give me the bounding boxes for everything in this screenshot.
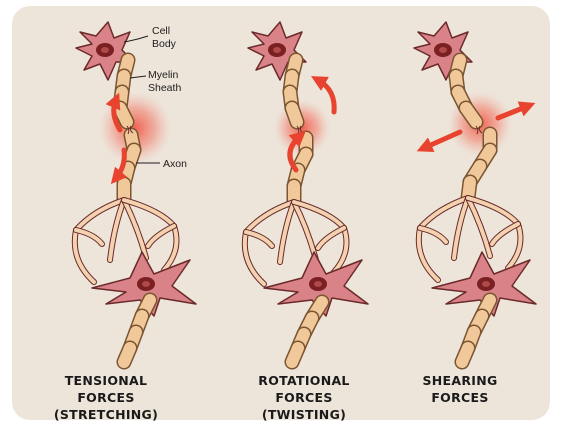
nucleolus (101, 47, 109, 53)
nucleolus (482, 281, 490, 287)
myelin-segment (124, 348, 130, 362)
caption-line2: FORCES (410, 389, 510, 406)
axon-label: Axon (163, 158, 187, 170)
nucleolus (142, 281, 150, 287)
tensional-forces-caption: TENSIONAL FORCES (STRETCHING) (36, 372, 176, 423)
cell-body-label-line1: Cell (152, 25, 170, 37)
caption-line1: TENSIONAL FORCES (36, 372, 176, 406)
caption-line1: ROTATIONAL FORCES (228, 372, 380, 406)
neuron-panel-2 (245, 22, 368, 362)
myelin-segment (120, 108, 127, 122)
neuron-panel-3 (414, 22, 536, 362)
myelin-label-line1: Myelin (148, 69, 179, 81)
myelin-segment (292, 108, 297, 122)
myelin-label-line2: Sheath (148, 82, 181, 94)
nucleolus (314, 281, 322, 287)
caption-line2: (TWISTING) (228, 406, 380, 423)
nucleolus (439, 47, 447, 53)
rotational-forces-caption: ROTATIONAL FORCES (TWISTING) (228, 372, 380, 423)
cell-body-label-line2: Body (152, 38, 177, 50)
myelin-leader-line (130, 76, 146, 78)
caption-line1: SHEARING (410, 372, 510, 389)
shearing-forces-caption: SHEARING FORCES (410, 372, 510, 406)
myelin-segment (292, 348, 298, 362)
nucleolus (273, 47, 281, 53)
caption-line2: (STRETCHING) (36, 406, 176, 423)
myelin-segment (462, 348, 468, 362)
myelin-segment (466, 108, 476, 122)
